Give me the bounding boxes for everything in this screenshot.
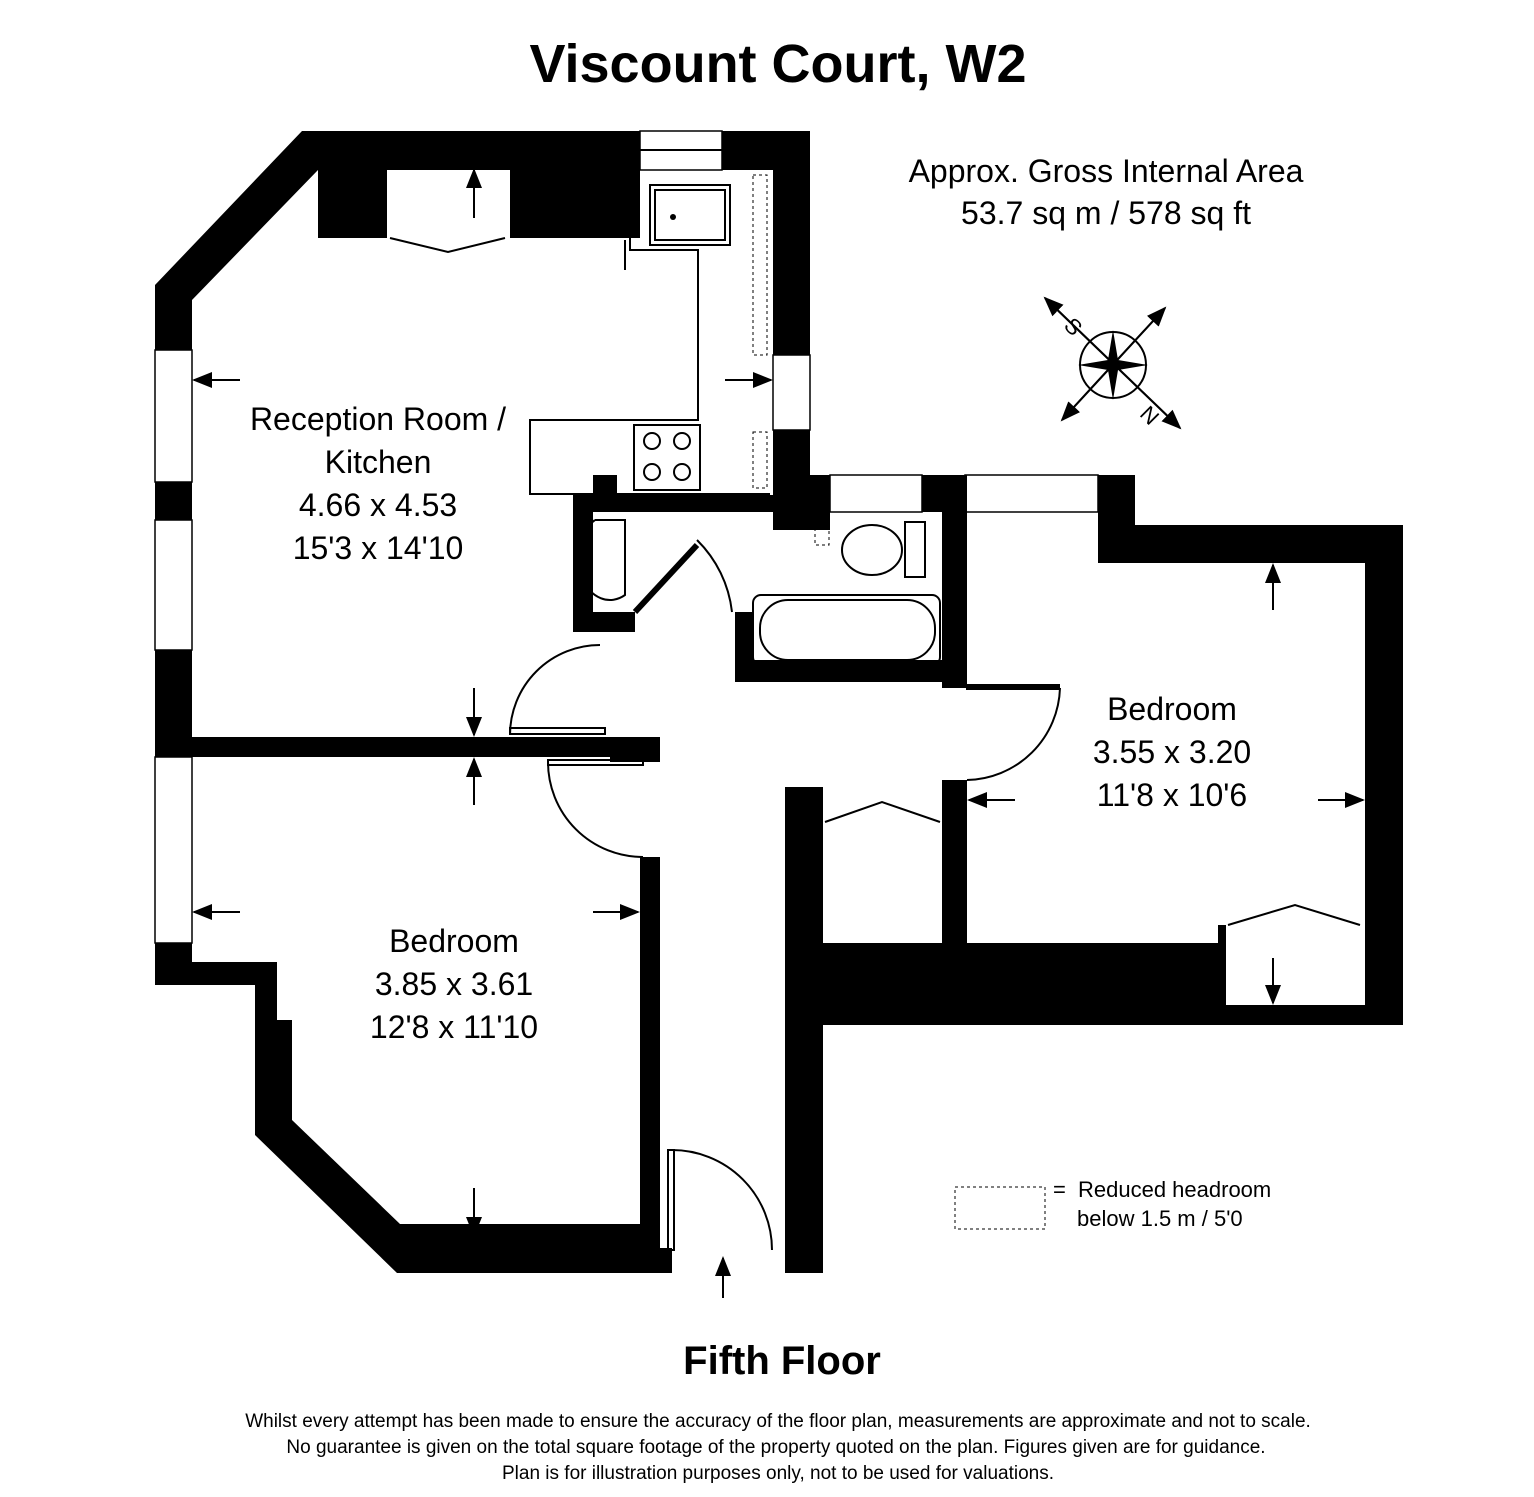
basin [577, 519, 626, 601]
room-bedroom-left: Bedroom 3.85 x 3.61 12'8 x 11'10 [370, 923, 538, 1045]
room-bedroom-right: Bedroom 3.55 x 3.20 11'8 x 10'6 [1093, 691, 1251, 813]
fixtures [192, 168, 1365, 1298]
disclaimer-line: Plan is for illustration purposes only, … [502, 1463, 1054, 1484]
disclaimer-line: No guarantee is given on the total squar… [286, 1437, 1265, 1458]
bath [752, 594, 941, 666]
legend: = Reduced headroom below 1.5 m / 5'0 [954, 1177, 1271, 1231]
room-imperial: 15'3 x 14'10 [293, 530, 464, 566]
room-metric: 4.66 x 4.53 [299, 487, 457, 523]
legend-line1: Reduced headroom [1078, 1177, 1271, 1202]
legend-equals: = [1053, 1177, 1066, 1202]
room-reception: Reception Room / Kitchen 4.66 x 4.53 15'… [250, 401, 506, 566]
disclaimer: Whilst every attempt has been made to en… [245, 1411, 1311, 1484]
area-info: Approx. Gross Internal Area 53.7 sq m / … [909, 153, 1304, 231]
room-metric: 3.55 x 3.20 [1093, 734, 1251, 770]
toilet [841, 524, 903, 576]
compass-star-icon [1078, 330, 1148, 400]
room-imperial: 12'8 x 11'10 [370, 1009, 538, 1045]
walls [154, 130, 1403, 1273]
room-name: Reception Room / [250, 401, 506, 437]
kitchen-sink [649, 184, 731, 246]
disclaimer-line: Whilst every attempt has been made to en… [245, 1411, 1311, 1432]
room-imperial: 11'8 x 10'6 [1097, 777, 1247, 813]
room-name: Bedroom [1107, 691, 1237, 727]
room-name: Bedroom [389, 923, 519, 959]
plan-title: Viscount Court, W2 [529, 34, 1026, 94]
room-name: Kitchen [325, 444, 432, 480]
compass: S N [1043, 296, 1182, 430]
area-value: 53.7 sq m / 578 sq ft [961, 195, 1251, 231]
hob [633, 424, 701, 491]
room-metric: 3.85 x 3.61 [375, 966, 533, 1002]
compass-north: N [1135, 401, 1164, 430]
area-label: Approx. Gross Internal Area [909, 153, 1304, 189]
reduced-headroom-swatch [954, 1186, 1046, 1230]
legend-line2: below 1.5 m / 5'0 [1077, 1206, 1243, 1231]
floor-label: Fifth Floor [683, 1339, 881, 1383]
